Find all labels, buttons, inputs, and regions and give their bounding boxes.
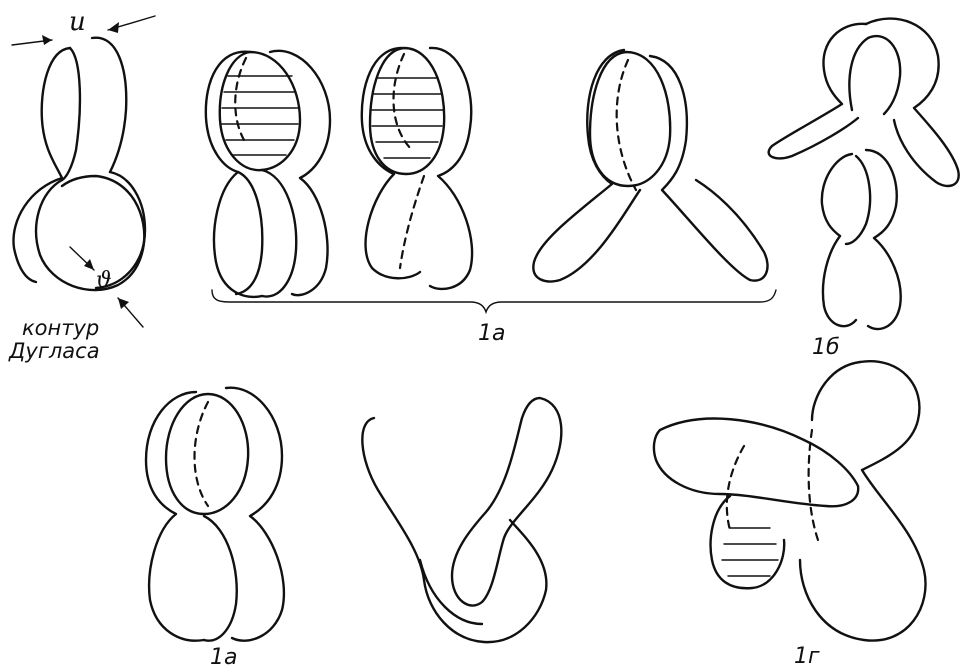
figure-1b-lower [822, 150, 901, 329]
douglas-contour-diagram: u ϑ контур Дугласа [8, 7, 155, 363]
figure-1b-upper [769, 19, 959, 186]
figure-1a-top-shape-2 [362, 48, 472, 289]
figure-1a-top-shape-3 [533, 50, 767, 281]
label-1a-bottom: 1a [210, 645, 237, 670]
arrow-u-right [108, 16, 155, 33]
label-u: u [69, 7, 86, 37]
label-v: ϑ [96, 268, 112, 293]
arrow-u-left [12, 35, 52, 45]
label-1a-top: 1a [478, 321, 505, 346]
caption-line2: Дугласа [8, 339, 100, 363]
caption-line1: контур [22, 316, 99, 340]
figure-1a-top-shape-1 [206, 51, 330, 297]
arrow-v-lower [118, 298, 143, 327]
figure-1g-shape [654, 361, 926, 640]
figure-bottom-middle-shape [362, 398, 561, 642]
label-1g: 1г [794, 644, 820, 669]
arrow-v-upper [70, 247, 94, 270]
label-1b: 1б [812, 335, 840, 360]
figure-1a-bottom-shape [146, 388, 284, 641]
brace-1a [212, 290, 776, 312]
